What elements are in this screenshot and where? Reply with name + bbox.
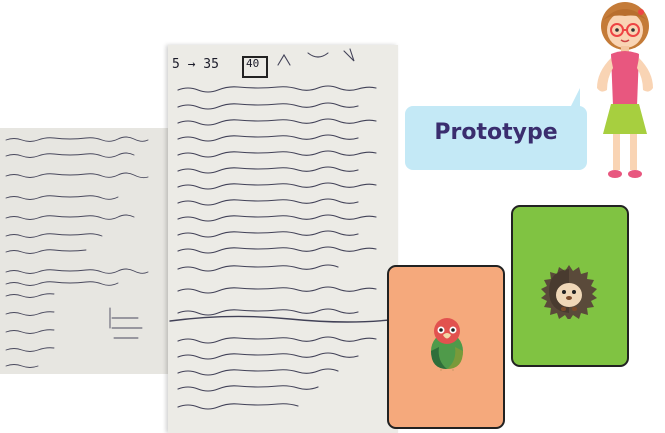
handwriting-scribbles-main bbox=[169, 48, 398, 410]
speech-bubble-tail bbox=[560, 88, 580, 108]
speech-bubble bbox=[405, 106, 587, 170]
hedgehog-card[interactable] bbox=[511, 205, 629, 367]
parrot-card[interactable] bbox=[387, 265, 505, 429]
handwritten-sheet-left bbox=[0, 128, 172, 374]
range-label: 5 → 35 bbox=[172, 57, 219, 72]
handwriting-scribbles-left bbox=[5, 136, 149, 368]
speech-bubble-label: Prototype bbox=[434, 120, 558, 145]
number-box bbox=[242, 56, 268, 78]
hedgehog-icon bbox=[541, 265, 597, 319]
parrot-icon bbox=[431, 318, 463, 371]
girl-character-illustration bbox=[597, 2, 653, 178]
box-number: 40 bbox=[246, 57, 260, 70]
handwritten-sheet-main bbox=[168, 45, 398, 433]
